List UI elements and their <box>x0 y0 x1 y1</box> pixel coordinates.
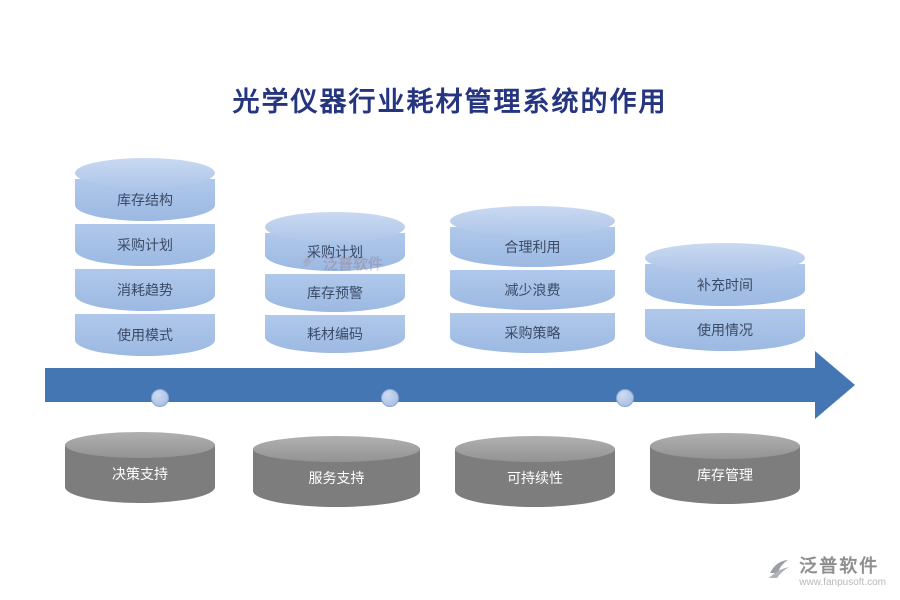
base-cylinder-cap <box>650 433 800 459</box>
cylinder-stack-4: 补充时间 使用情况 <box>645 243 805 351</box>
watermark-brand: 泛普软件 <box>799 556 880 577</box>
watermark-url: www.fanpusoft.com <box>799 576 886 588</box>
cylinder-cap <box>645 243 805 273</box>
segment-label: 采购计划 <box>307 244 363 260</box>
cylinder-cap <box>75 158 215 188</box>
stack-segment: 合理利用 <box>450 227 615 267</box>
watermark-center: 泛普软件 <box>300 252 383 275</box>
stack-segment: 使用情况 <box>645 309 805 351</box>
stack-segment: 补充时间 <box>645 264 805 306</box>
base-label: 决策支持 <box>112 466 168 482</box>
segment-label: 补充时间 <box>697 277 753 293</box>
base-cylinder-3: 可持续性 <box>455 436 615 507</box>
stack-segment: 库存预警 <box>265 274 405 312</box>
cylinder-stack-1: 库存结构 采购计划 消耗趋势 使用模式 <box>75 158 215 356</box>
segment-label: 耗材编码 <box>307 326 363 342</box>
segment-label: 采购策略 <box>504 325 561 341</box>
stack-segment: 消耗趋势 <box>75 269 215 311</box>
watermark-footer: 泛普软件 www.fanpusoft.com <box>766 556 886 588</box>
cylinder-cap <box>265 212 405 242</box>
page-title: 光学仪器行业耗材管理系统的作用 <box>232 87 668 117</box>
cylinder-stack-2: 采购计划 库存预警 耗材编码 <box>265 212 405 353</box>
watermark-center-text: 泛普软件 <box>323 256 384 273</box>
segment-label: 减少浪费 <box>504 282 561 298</box>
segment-label: 使用情况 <box>697 322 753 338</box>
base-label: 服务支持 <box>308 470 365 486</box>
segment-label: 库存预警 <box>307 285 363 301</box>
timeline-arrow-head <box>815 351 855 419</box>
cylinder-cap <box>450 206 615 236</box>
cylinder-stack-3: 合理利用 减少浪费 采购策略 <box>450 206 615 353</box>
stack-segment: 耗材编码 <box>265 315 405 353</box>
fanpu-logo-icon <box>766 557 792 588</box>
base-cylinder-2: 服务支持 <box>253 436 420 507</box>
segment-label: 采购计划 <box>117 237 173 253</box>
base-cylinder-cap <box>455 436 615 462</box>
fanpu-logo-icon <box>300 252 318 275</box>
base-cylinder-4: 库存管理 <box>650 433 800 504</box>
base-cylinder-cap <box>253 436 420 462</box>
segment-label: 合理利用 <box>504 239 561 255</box>
stack-segment: 使用模式 <box>75 314 215 356</box>
timeline-node <box>151 389 169 407</box>
segment-label: 消耗趋势 <box>117 282 173 298</box>
stack-segment: 减少浪费 <box>450 270 615 310</box>
base-label: 可持续性 <box>507 470 563 486</box>
timeline-node <box>381 389 399 407</box>
segment-label: 库存结构 <box>117 192 173 208</box>
timeline-node <box>616 389 634 407</box>
timeline-arrow-body <box>45 368 817 402</box>
base-cylinder-cap <box>65 432 215 458</box>
segment-label: 使用模式 <box>117 327 173 343</box>
stack-segment: 采购计划 <box>75 224 215 266</box>
stack-segment: 采购策略 <box>450 313 615 353</box>
base-cylinder-1: 决策支持 <box>65 432 215 503</box>
base-label: 库存管理 <box>697 467 753 483</box>
